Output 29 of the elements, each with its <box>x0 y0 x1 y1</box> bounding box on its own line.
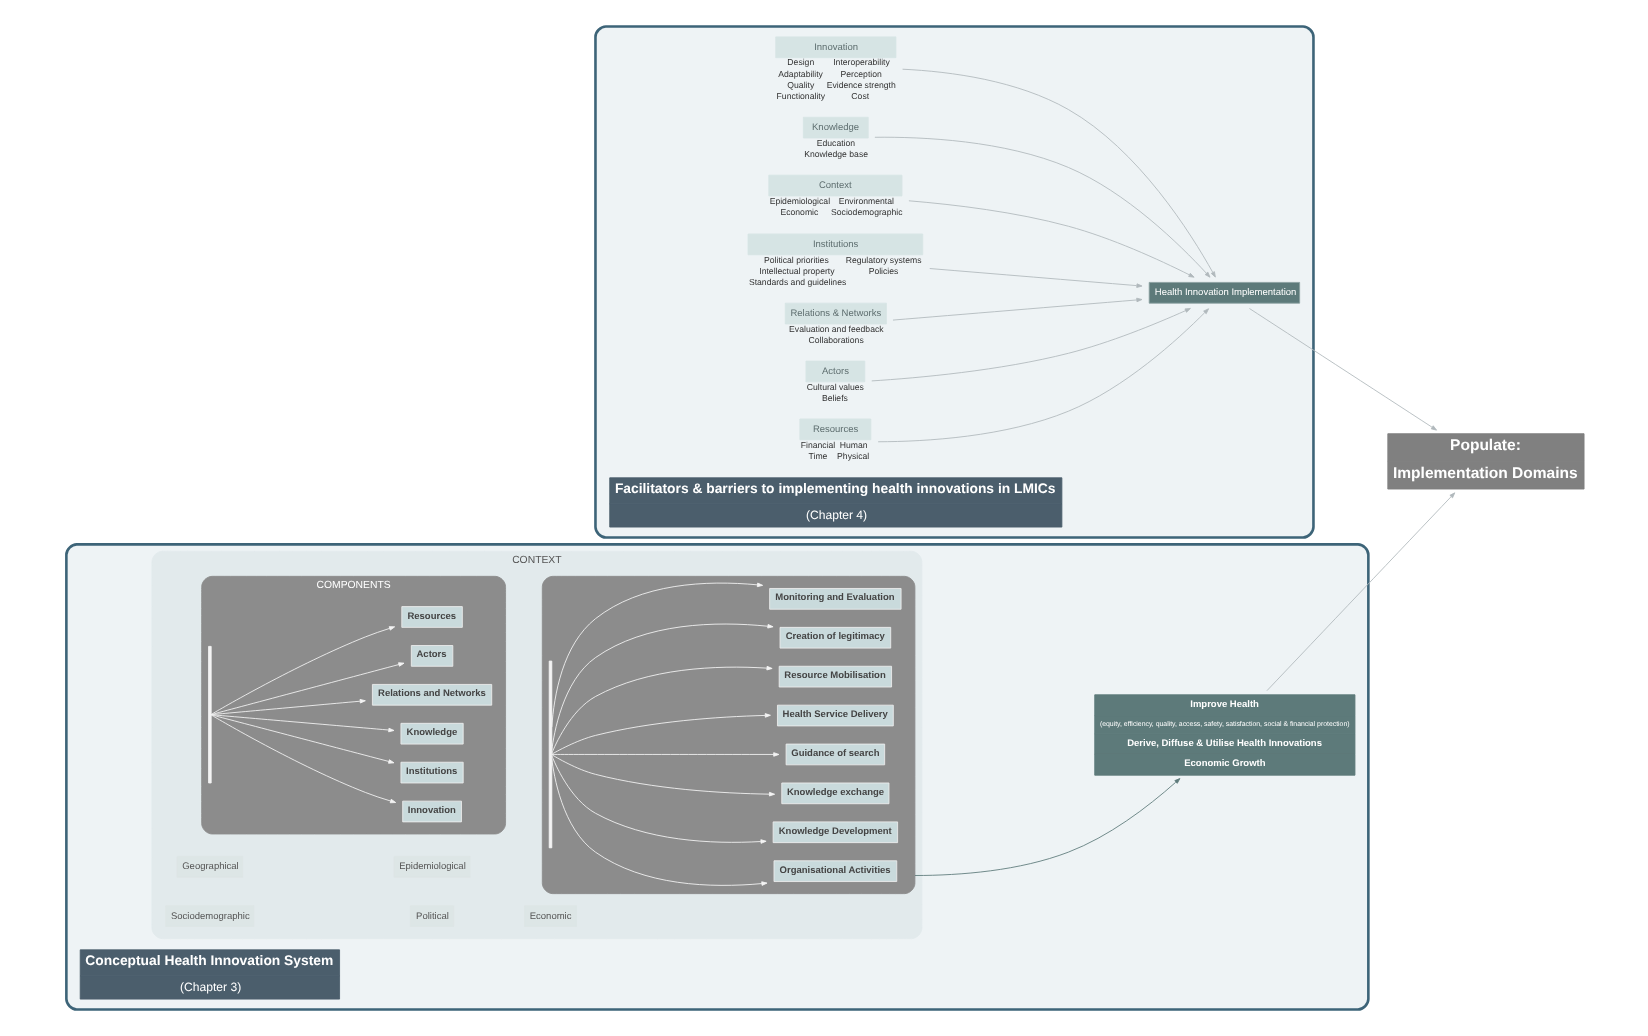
node-bar <box>207 645 211 784</box>
arrow <box>550 754 775 797</box>
cluster <box>540 575 915 895</box>
arrow <box>550 665 772 754</box>
arrow <box>876 308 1208 443</box>
arrow <box>209 662 404 715</box>
arrow <box>873 136 1210 278</box>
arrow <box>1248 308 1436 431</box>
arrow <box>550 623 773 751</box>
cluster <box>64 543 1369 1011</box>
arrow <box>913 778 1180 876</box>
arrow <box>891 297 1142 321</box>
arrow <box>928 268 1142 288</box>
arrow <box>550 582 763 728</box>
arrow <box>209 714 394 764</box>
arrow <box>209 698 365 716</box>
arrow <box>209 714 396 804</box>
cluster <box>593 25 1314 539</box>
arrow <box>209 714 394 733</box>
arrow <box>209 626 395 715</box>
arrow <box>907 200 1194 278</box>
node-bar <box>547 660 552 849</box>
arrow <box>550 755 766 844</box>
arrow <box>1265 492 1455 692</box>
arrow <box>550 752 779 757</box>
arrow <box>901 68 1215 278</box>
arrow <box>550 713 770 755</box>
arrow <box>870 308 1190 382</box>
arrow <box>550 758 767 886</box>
